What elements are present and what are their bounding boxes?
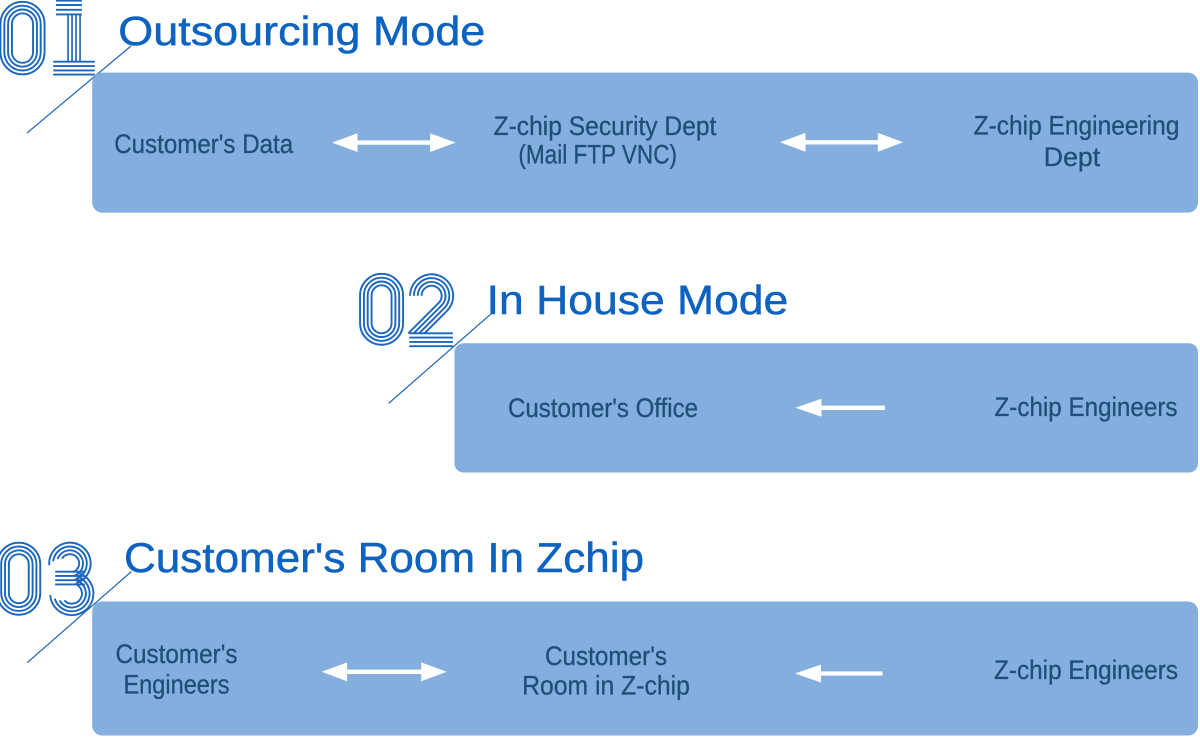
svg-text:Outsourcing Mode: Outsourcing Mode — [118, 8, 485, 54]
svg-text:(Mail FTP VNC): (Mail FTP VNC) — [518, 140, 677, 170]
svg-text:Dept: Dept — [1044, 142, 1101, 172]
svg-text:Customer's: Customer's — [545, 641, 667, 671]
svg-text:Z-chip Security Dept: Z-chip Security Dept — [494, 111, 717, 141]
svg-text:Customer's Room In Zchip: Customer's Room In Zchip — [124, 534, 644, 581]
svg-text:Customer's: Customer's — [116, 639, 238, 669]
svg-text:Z-chip Engineers: Z-chip Engineers — [994, 655, 1178, 685]
svg-text:In House Mode: In House Mode — [487, 277, 789, 323]
svg-text:Customer's Data: Customer's Data — [114, 129, 294, 159]
svg-text:Customer's Office: Customer's Office — [508, 393, 698, 423]
svg-text:Engineers: Engineers — [123, 669, 229, 699]
svg-text:Room in Z-chip: Room in Z-chip — [522, 671, 690, 701]
svg-text:Z-chip Engineering: Z-chip Engineering — [974, 110, 1180, 140]
svg-text:Z-chip Engineers: Z-chip Engineers — [995, 392, 1178, 422]
